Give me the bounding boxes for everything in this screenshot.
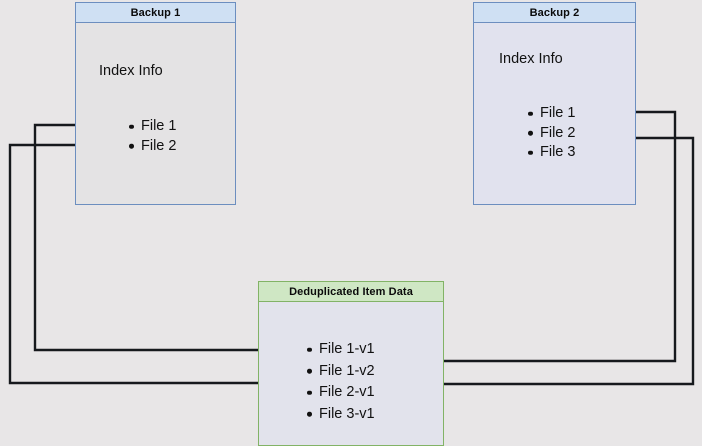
node-backup-2-header: Backup 2: [473, 2, 636, 23]
node-backup-2-file-list: File 1 File 2 File 3: [528, 104, 575, 163]
node-backup-1-file-list: File 1 File 2: [129, 117, 176, 156]
list-item: File 1: [528, 104, 575, 124]
list-item: File 1-v1: [307, 339, 375, 361]
node-backup-2[interactable]: Backup 2 Index Info File 1 File 2 File 3: [473, 2, 636, 205]
node-deduplicated-item-data-file-list: File 1-v1 File 1-v2 File 2-v1 File 3-v1: [307, 339, 375, 425]
node-deduplicated-item-data-header: Deduplicated Item Data: [258, 281, 444, 302]
node-backup-2-index-label: Index Info: [499, 51, 563, 67]
node-backup-1-index-label: Index Info: [99, 63, 163, 79]
node-backup-1[interactable]: Backup 1 Index Info File 1 File 2: [75, 2, 236, 205]
list-item: File 1-v2: [307, 361, 375, 383]
node-backup-1-header: Backup 1: [75, 2, 236, 23]
list-item: File 2: [528, 124, 575, 144]
list-item: File 3-v1: [307, 404, 375, 426]
list-item: File 3: [528, 143, 575, 163]
list-item: File 1: [129, 117, 176, 137]
list-item: File 2-v1: [307, 382, 375, 404]
list-item: File 2: [129, 137, 176, 157]
node-deduplicated-item-data[interactable]: Deduplicated Item Data File 1-v1 File 1-…: [258, 281, 444, 446]
